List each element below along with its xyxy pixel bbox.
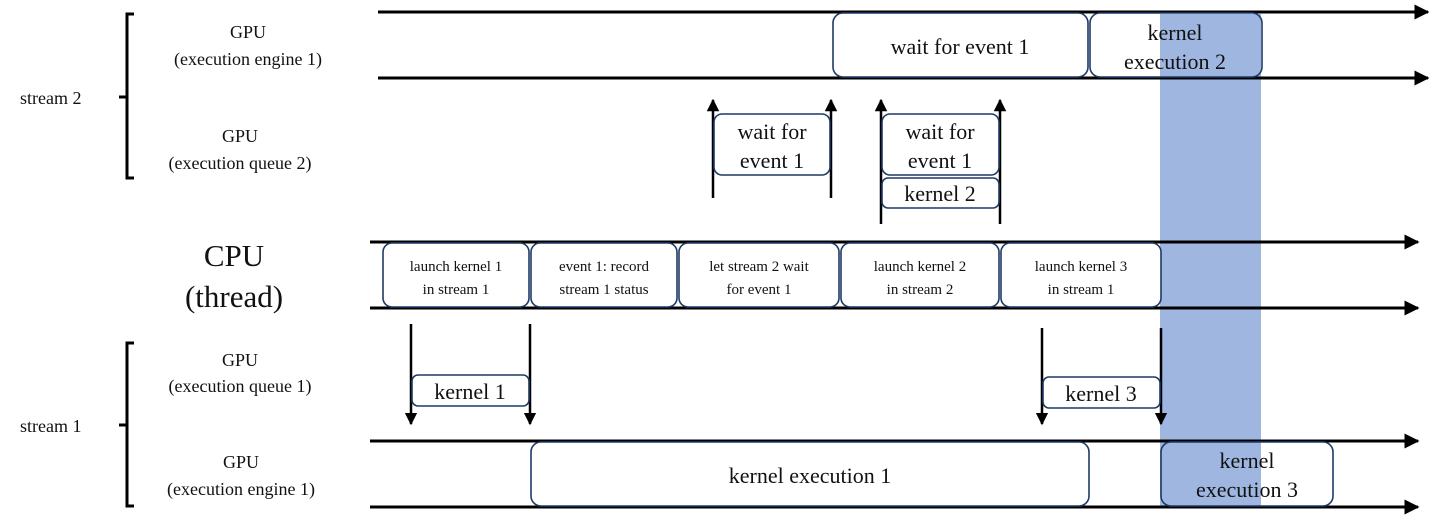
cpu-launch3-text: launch kernel 3 in stream 1: [1035, 259, 1127, 298]
cpu-launch2-text: launch kernel 2 in stream 2: [874, 259, 966, 298]
queue2-wait-b-text: wait for event 1: [905, 119, 975, 173]
queue1-kernel1-text: kernel 1: [434, 379, 505, 404]
svg-text:in stream 1: in stream 1: [423, 282, 490, 298]
svg-text:(thread): (thread): [185, 279, 283, 314]
engine-bottom-kernel1-box: [530, 441, 1090, 507]
cpu-launch2-box: [840, 242, 1000, 308]
queue1-kernel1-box: [411, 374, 530, 407]
svg-text:kernel: kernel: [1148, 20, 1203, 45]
svg-text:launch kernel 2: launch kernel 2: [874, 259, 966, 275]
stream2-label: stream 2: [20, 88, 81, 108]
stream1-label: stream 1: [20, 416, 81, 436]
queue1-kernel3-box: [1042, 376, 1161, 409]
svg-text:(execution engine 1): (execution engine 1): [174, 49, 322, 70]
svg-text:execution 2: execution 2: [1124, 49, 1226, 74]
engine-bottom-kernel3-box: [1160, 441, 1334, 507]
svg-text:kernel: kernel: [1220, 448, 1275, 473]
svg-text:event 1: event 1: [908, 148, 972, 173]
svg-text:in stream 2: in stream 2: [887, 282, 954, 298]
svg-text:stream 1 status: stream 1 status: [559, 282, 648, 298]
queue2-wait-b-box: [881, 113, 1000, 176]
cpu-letwait-box: [678, 242, 840, 308]
stream1-bracket: [119, 341, 134, 508]
svg-text:launch kernel 1: launch kernel 1: [410, 259, 502, 275]
label-cpu-thread: CPU (thread): [185, 238, 283, 314]
overlap-highlight: [1160, 14, 1261, 508]
svg-text:wait for: wait for: [905, 119, 975, 144]
queue2-kernel2-text: kernel 2: [904, 181, 975, 206]
cpu-letwait-text: let stream 2 wait for event 1: [709, 259, 809, 298]
queue2-wait-a-box: [713, 113, 831, 176]
svg-text:(execution queue 1): (execution queue 1): [169, 376, 312, 397]
engine-top-wait-text: wait for event 1: [891, 34, 1030, 59]
svg-text:GPU: GPU: [222, 126, 258, 146]
svg-text:let stream 2 wait: let stream 2 wait: [709, 259, 809, 275]
svg-text:GPU: GPU: [230, 22, 266, 42]
svg-text:event 1: record: event 1: record: [559, 259, 649, 275]
svg-text:for event 1: for event 1: [727, 282, 792, 298]
svg-text:GPU: GPU: [222, 350, 258, 370]
svg-text:(execution engine 1): (execution engine 1): [167, 479, 315, 500]
engine-bottom-kernel3-text: kernel execution 3: [1196, 448, 1298, 502]
engine-top-kernel2-text: kernel execution 2: [1124, 20, 1226, 74]
queue2-wait-a-text: wait for event 1: [737, 119, 807, 173]
svg-text:execution 3: execution 3: [1196, 477, 1298, 502]
svg-text:wait for: wait for: [737, 119, 807, 144]
svg-text:launch kernel 3: launch kernel 3: [1035, 259, 1127, 275]
label-gpu-queue-1: GPU (execution queue 1): [169, 350, 312, 397]
cpu-event1-box: [530, 242, 678, 308]
cpu-launch1-box: [382, 242, 530, 308]
cpu-launch3-box: [1000, 242, 1162, 308]
engine-top-kernel2-box: [1089, 12, 1263, 78]
svg-text:GPU: GPU: [223, 452, 259, 472]
svg-text:in stream 1: in stream 1: [1048, 282, 1115, 298]
engine-top-wait-box: [832, 12, 1089, 78]
svg-text:(execution queue 2): (execution queue 2): [169, 153, 312, 174]
queue2-kernel2-box: [881, 177, 1000, 209]
label-gpu-queue-2: GPU (execution queue 2): [169, 126, 312, 174]
engine-bottom-kernel1-text: kernel execution 1: [729, 463, 892, 488]
svg-text:event 1: event 1: [740, 148, 804, 173]
label-gpu-engine-bottom: GPU (execution engine 1): [167, 452, 315, 500]
queue1-kernel3-text: kernel 3: [1065, 381, 1136, 406]
cpu-event1-text: event 1: record stream 1 status: [559, 259, 649, 298]
stream2-bracket: [119, 12, 134, 180]
label-gpu-engine-top: GPU (execution engine 1): [174, 22, 322, 70]
svg-text:CPU: CPU: [204, 238, 264, 273]
cpu-launch1-text: launch kernel 1 in stream 1: [410, 259, 502, 298]
